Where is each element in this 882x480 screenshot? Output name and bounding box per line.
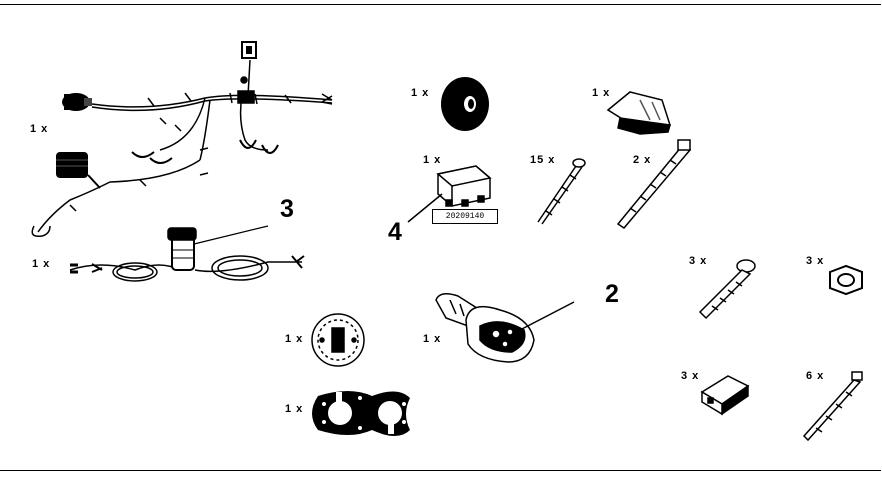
harness-plug-top [62, 93, 92, 111]
diagram-frame [0, 4, 881, 471]
harness-socket-block [56, 152, 101, 189]
trailer-socket [435, 293, 575, 363]
callout-3: 3 [280, 195, 294, 223]
sleeve [606, 91, 671, 135]
qty-screw: 15 x [530, 154, 556, 166]
wiring-loop [69, 225, 305, 282]
wiring-harness [31, 41, 333, 238]
qty-relay: 1 x [423, 154, 442, 166]
qty-nut: 3 x [806, 255, 825, 267]
qty-bolt: 3 x [689, 255, 708, 267]
qty-gasket: 1 x [285, 403, 304, 415]
qty-socket-plate: 1 x [285, 333, 304, 345]
cable-tie-6 [802, 371, 863, 442]
qty-grommet: 1 x [411, 87, 430, 99]
qty-connector: 3 x [681, 370, 700, 382]
relay-part-code: 20209140 [432, 209, 498, 224]
qty-sleeve: 1 x [592, 87, 611, 99]
qty-socket: 1 x [423, 333, 442, 345]
nut [829, 264, 863, 296]
connector [700, 375, 750, 416]
qty-wiring-loop: 1 x [32, 258, 51, 270]
callout-2: 2 [605, 280, 619, 308]
relay [407, 165, 492, 223]
bolt [698, 259, 756, 320]
qty-cable-tie-6: 6 x [806, 370, 825, 382]
screw-long [537, 158, 586, 225]
callout-4: 4 [388, 218, 402, 246]
socket-plate [311, 313, 365, 367]
qty-harness: 1 x [30, 123, 49, 135]
grommet [441, 77, 489, 131]
gasket [312, 391, 410, 436]
cable-tie-2 [616, 139, 692, 229]
qty-cable-tie-2: 2 x [633, 154, 652, 166]
